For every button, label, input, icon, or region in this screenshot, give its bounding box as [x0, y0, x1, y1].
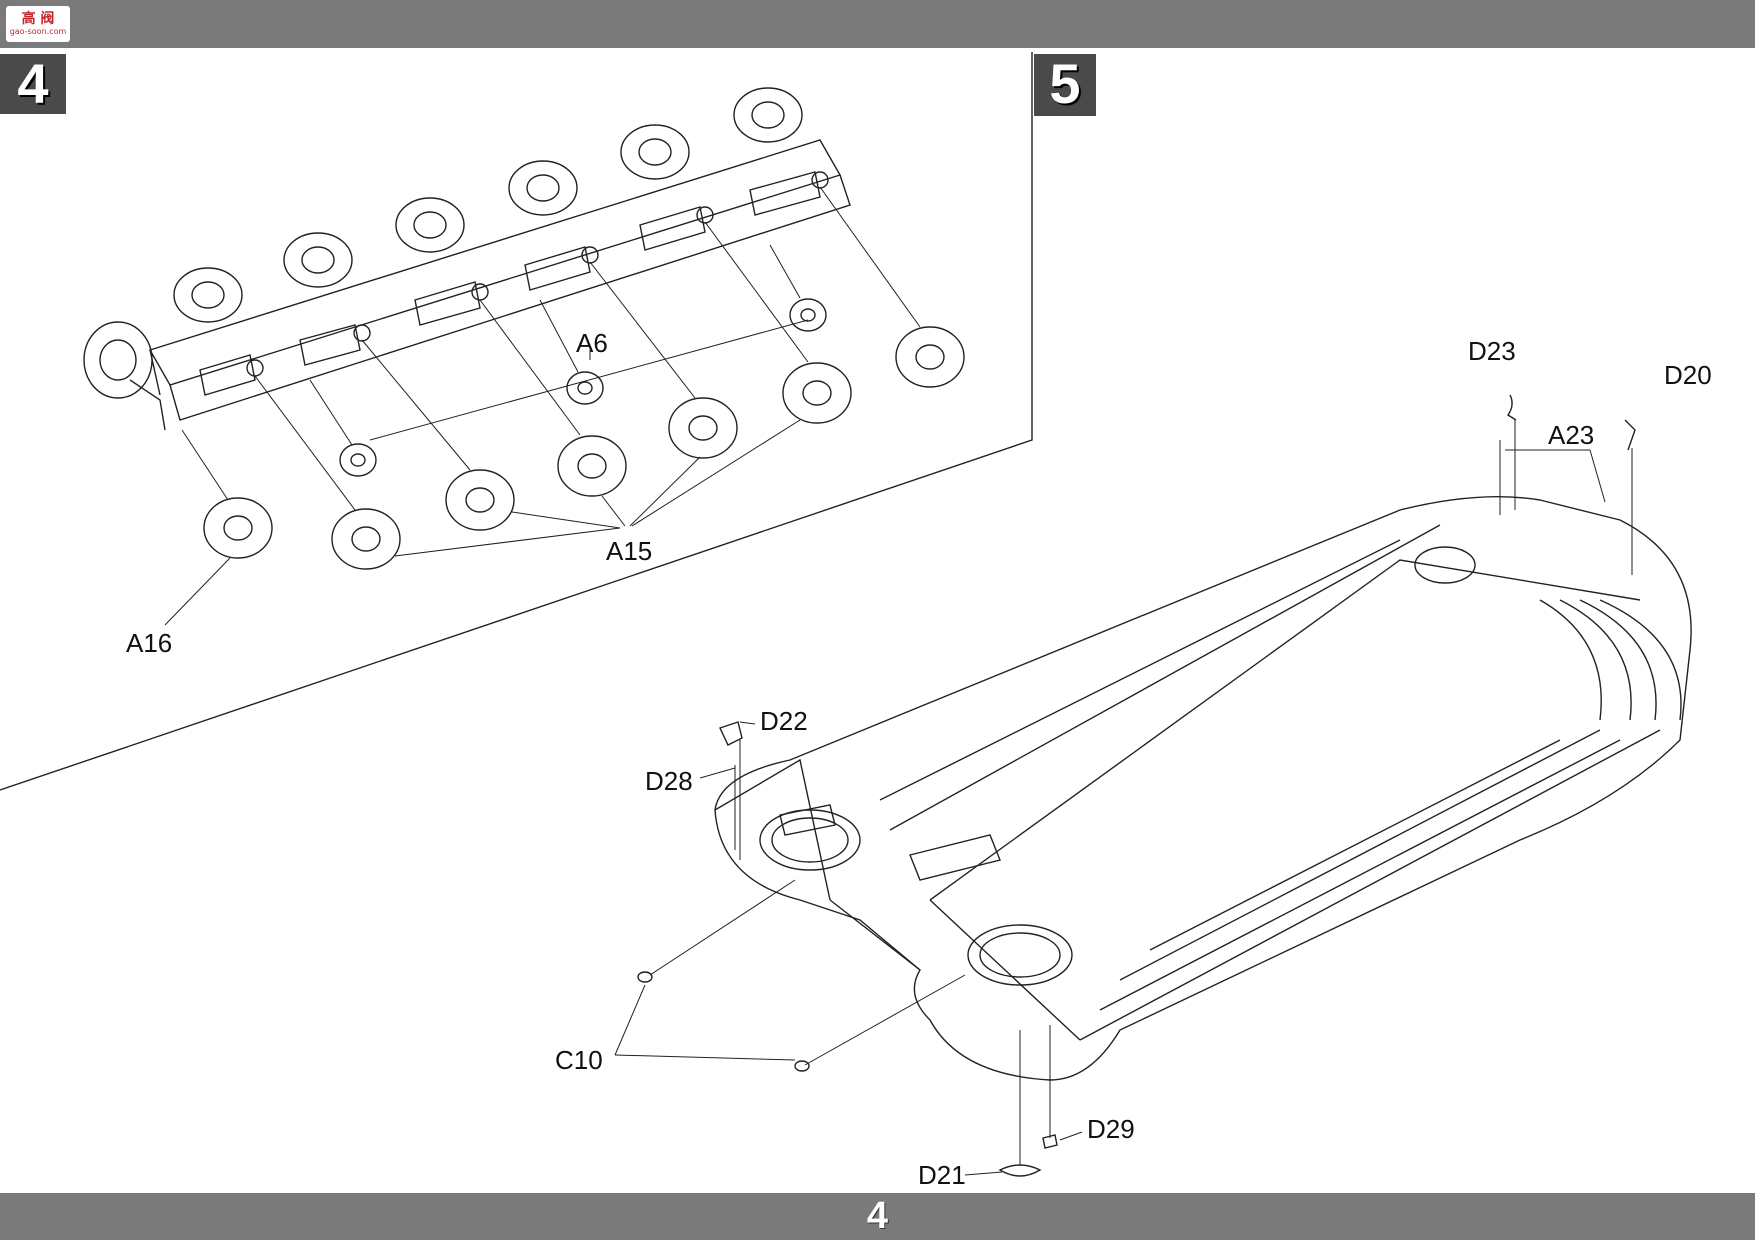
site-logo: 高 阀 gao-soon.com: [6, 6, 70, 42]
hull-small-parts: [637, 394, 1636, 1177]
label-d23: D23: [1468, 336, 1516, 366]
step-5-badge: 5: [1034, 54, 1096, 116]
logo-main-text: 高 阀: [21, 11, 55, 27]
upper-road-wheels: [173, 87, 803, 323]
hull-hatches: [759, 804, 1073, 986]
idler-wheel: [83, 321, 166, 431]
step4-frame: [0, 52, 1033, 791]
return-rollers: [339, 298, 827, 477]
logo-sub-text: gao-soon.com: [9, 27, 67, 36]
label-a6: A6: [576, 328, 608, 358]
label-d22: D22: [760, 706, 808, 736]
bottom-banner: 4: [0, 1193, 1755, 1240]
step5-guide-lines: [614, 420, 1633, 1176]
step4-guide-lines: [164, 186, 921, 626]
label-a15: A15: [606, 536, 652, 566]
label-a16: A16: [126, 628, 172, 658]
page-number: 4: [866, 1195, 889, 1237]
step-4-badge: 4: [0, 54, 66, 114]
top-banner: 高 阀 gao-soon.com: [0, 0, 1755, 48]
label-d29: D29: [1087, 1114, 1135, 1144]
label-a23: A23: [1548, 420, 1594, 450]
label-d20: D20: [1664, 360, 1712, 390]
label-c10: C10: [555, 1045, 603, 1075]
hull: [714, 495, 1692, 1081]
suspension-arms: [199, 171, 829, 396]
label-d28: D28: [645, 766, 693, 796]
lower-road-wheels: [203, 326, 965, 570]
label-d21: D21: [918, 1160, 966, 1190]
